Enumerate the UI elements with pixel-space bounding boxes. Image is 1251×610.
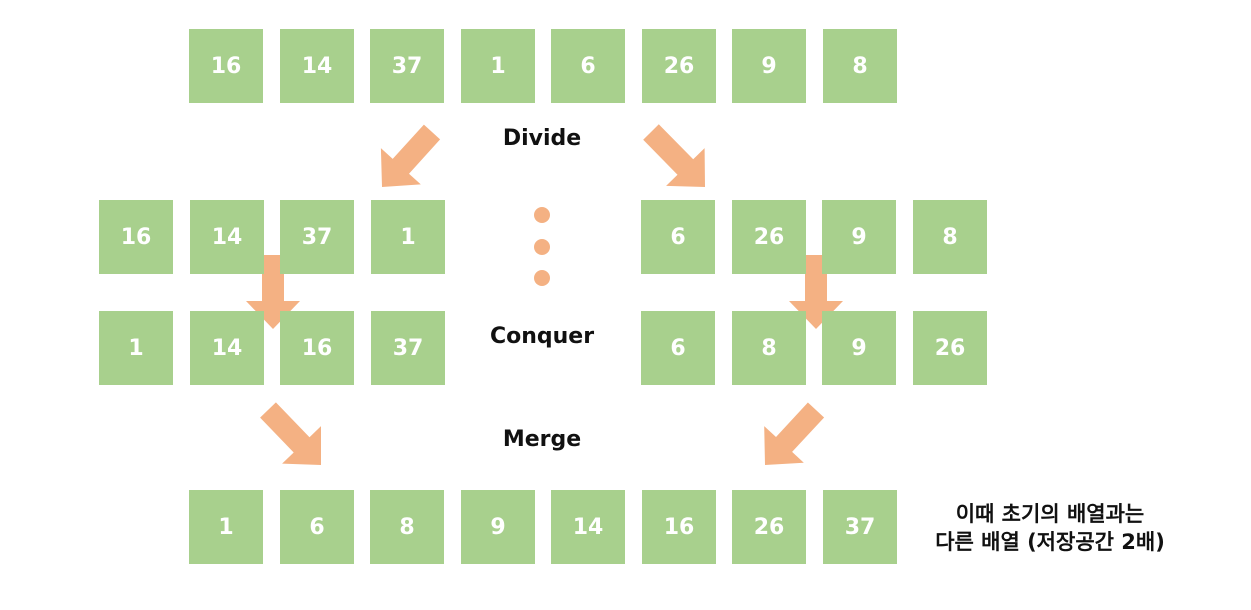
divide-label: Divide [502,126,582,151]
divide-arrow-right [643,124,705,187]
conquer-arrow-right [789,255,843,329]
ellipsis-dot [534,207,550,223]
array-cell: 1 [461,29,535,103]
array-cell: 26 [642,29,716,103]
merge-arrow-left [260,402,321,465]
array-cell: 16 [280,311,354,385]
array-cell: 37 [823,490,897,564]
conquer-arrow-left [246,255,300,329]
array-cell: 14 [280,29,354,103]
array-cell: 6 [280,490,354,564]
array-cell: 16 [189,29,263,103]
array-cell: 8 [913,200,987,274]
array-cell: 1 [99,311,173,385]
array-cell: 8 [732,311,806,385]
ellipsis-dot [534,239,550,255]
array-cell: 9 [461,490,535,564]
array-cell: 6 [641,200,715,274]
array-cell: 37 [370,29,444,103]
array-cell: 26 [913,311,987,385]
array-cell: 14 [551,490,625,564]
array-cell: 1 [189,490,263,564]
array-cell: 26 [732,490,806,564]
array-cell: 8 [823,29,897,103]
conquer-label: Conquer [489,324,595,349]
array-cell: 16 [99,200,173,274]
array-cell: 37 [280,200,354,274]
memory-note: 이때 초기의 배열과는 다른 배열 (저장공간 2배) [905,500,1195,556]
array-cell: 9 [732,29,806,103]
array-cell: 14 [190,311,264,385]
array-cell: 6 [551,29,625,103]
array-cell: 9 [822,200,896,274]
array-cell: 14 [190,200,264,274]
array-cell: 26 [732,200,806,274]
array-cell: 9 [822,311,896,385]
array-cell: 6 [641,311,715,385]
array-cell: 37 [371,311,445,385]
array-cell: 1 [371,200,445,274]
merge-arrow-right [764,402,825,465]
memory-note-line1: 이때 초기의 배열과는 [955,502,1145,526]
merge-label: Merge [502,427,582,452]
divide-arrow-left [380,124,441,187]
memory-note-line2: 다른 배열 (저장공간 2배) [935,530,1165,554]
array-cell: 8 [370,490,444,564]
array-cell: 16 [642,490,716,564]
ellipsis-dot [534,270,550,286]
